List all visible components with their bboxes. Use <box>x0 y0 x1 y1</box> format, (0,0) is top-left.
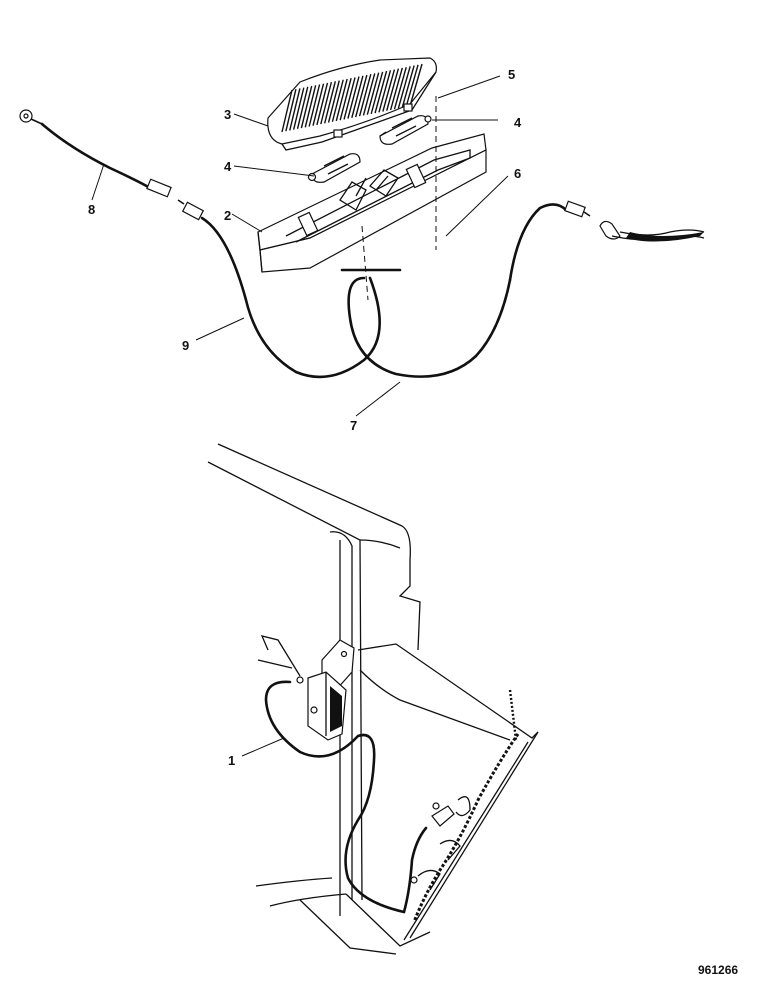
lens-rib <box>378 70 392 113</box>
door-switch-terminals <box>410 796 471 891</box>
lens-rib <box>300 85 313 129</box>
lens-rib <box>323 81 337 124</box>
cable-8 <box>19 109 172 198</box>
lens-rib <box>285 89 297 132</box>
pillar-hook <box>257 635 304 684</box>
leader-line-1 <box>241 737 285 757</box>
cable-7 <box>340 268 512 378</box>
leader-lines-upper <box>91 75 509 417</box>
callout-1: 1 <box>228 753 235 768</box>
lens-rib <box>397 66 411 109</box>
lens-rib <box>389 67 403 111</box>
lens-rib <box>393 66 407 110</box>
cable-9 <box>177 199 381 379</box>
lens-rib <box>335 78 348 122</box>
lens-rib <box>343 77 356 120</box>
lens-rib <box>351 75 364 118</box>
lens-rib <box>386 68 400 111</box>
lens-rib <box>409 63 423 107</box>
callout-4-lower: 4 <box>224 159 232 174</box>
callout-4-upper: 4 <box>514 115 522 130</box>
lens-rib <box>401 65 415 108</box>
lens-rib <box>374 70 388 114</box>
callout-5: 5 <box>508 67 515 82</box>
lens-rib <box>347 76 360 119</box>
lens-rib <box>320 81 333 125</box>
lens-ribs <box>281 63 423 133</box>
lens-rib <box>296 86 309 130</box>
lens-rib <box>362 73 376 116</box>
lens-rib <box>355 74 368 118</box>
cable-1 <box>264 680 428 914</box>
lamp-base <box>257 133 487 301</box>
lens-rib <box>312 83 325 126</box>
lens-rib <box>370 71 384 115</box>
lens-rib <box>331 79 344 122</box>
callout-8: 8 <box>88 202 95 217</box>
cable-6 <box>508 200 705 282</box>
festoon-bulb-upper <box>379 115 432 145</box>
lens-rib <box>304 85 317 128</box>
callout-9: 9 <box>182 338 189 353</box>
lens-rib <box>292 87 305 130</box>
lens-rib <box>366 72 380 115</box>
lens-rib <box>358 74 372 117</box>
lens-rib <box>339 78 352 121</box>
lens-rib <box>316 82 329 126</box>
callout-3: 3 <box>224 107 231 122</box>
door-panel <box>357 643 539 941</box>
lens-rib <box>289 88 301 131</box>
lens-rib <box>382 69 396 112</box>
lamp-lens <box>267 57 437 151</box>
callout-6: 6 <box>514 166 521 181</box>
callout-7: 7 <box>350 418 357 433</box>
drawing-reference-number: 961266 <box>698 963 738 977</box>
lens-rib <box>405 64 419 107</box>
lens-rib <box>281 89 293 133</box>
festoon-bulb-lower <box>307 153 361 183</box>
lens-rib <box>308 84 321 127</box>
door-switch-bracket <box>307 639 355 741</box>
lens-rib <box>327 80 340 123</box>
callout-2: 2 <box>224 208 231 223</box>
